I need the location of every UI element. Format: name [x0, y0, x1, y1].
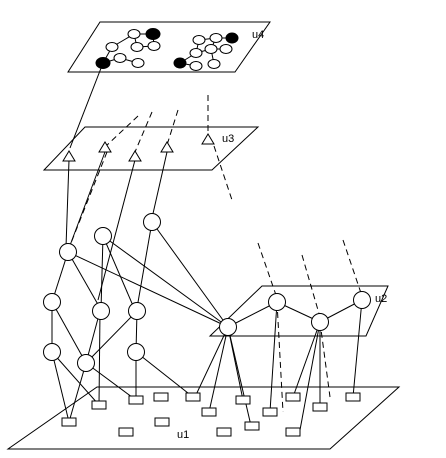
u4-network-right: [173, 32, 239, 71]
u4-node: [207, 59, 221, 69]
dashed-edges: [68, 95, 363, 413]
circle-node: [59, 243, 77, 261]
u4-node: [131, 58, 145, 68]
circle-nodes: [43, 213, 371, 372]
u4-network-left: [95, 28, 161, 69]
u1-rect-node: [285, 392, 301, 402]
circle-node: [43, 343, 61, 361]
u4-node: [204, 44, 218, 54]
u4-node: [173, 57, 187, 69]
u1-rect-node: [216, 427, 232, 437]
circle-node: [43, 293, 61, 311]
u3-triangle-node: [128, 150, 142, 162]
u1-rect-node: [201, 407, 217, 417]
u4-node: [105, 42, 119, 52]
inter-layer-edges: [51, 62, 363, 431]
u1-rect-node: [154, 417, 170, 427]
circle-node: [94, 227, 112, 245]
circle-node: [353, 291, 371, 309]
u4-node: [189, 48, 203, 58]
u3-triangle-node: [160, 141, 174, 153]
circle-node: [92, 302, 110, 320]
u1-rect-node: [244, 421, 260, 431]
u1-rect-node: [91, 400, 107, 410]
plane-u4-label: u4: [252, 29, 264, 41]
u1-rect-node: [61, 417, 77, 427]
u1-rect-node: [118, 427, 134, 437]
u4-node: [209, 33, 223, 43]
u3-triangle-node: [98, 141, 112, 153]
u3-triangle-node: [62, 150, 76, 162]
plane-u1-label: u1: [177, 429, 189, 441]
u4-node: [113, 53, 127, 63]
circle-node: [143, 213, 161, 231]
u1-rect-node: [262, 407, 278, 417]
u3-triangles: [62, 133, 215, 162]
circle-node: [219, 318, 237, 336]
circle-node: [77, 354, 95, 372]
u1-rect-nodes: [61, 392, 361, 437]
u4-node: [189, 61, 203, 71]
u4-node: [147, 41, 161, 51]
plane-u3: [42, 126, 260, 171]
circle-node: [128, 302, 146, 320]
u4-node: [192, 35, 206, 45]
plane-u2-label: u2: [375, 293, 387, 305]
circle-node: [127, 343, 145, 361]
circle-node: [311, 313, 329, 331]
u4-node: [145, 28, 161, 40]
u1-rect-node: [312, 402, 328, 412]
u1-rect-node: [235, 395, 251, 405]
u1-rect-node: [345, 392, 361, 402]
u1-rect-node: [185, 392, 201, 402]
u4-node: [225, 32, 239, 44]
plane-u3-label: u3: [222, 133, 234, 145]
u1-rect-node: [285, 427, 301, 437]
u4-node: [219, 44, 233, 54]
circle-node: [268, 293, 286, 311]
u4-node: [127, 29, 141, 39]
u3-triangle-node: [201, 133, 215, 145]
u4-node: [130, 42, 144, 52]
u1-rect-node: [153, 392, 169, 402]
u1-rect-node: [128, 395, 144, 405]
